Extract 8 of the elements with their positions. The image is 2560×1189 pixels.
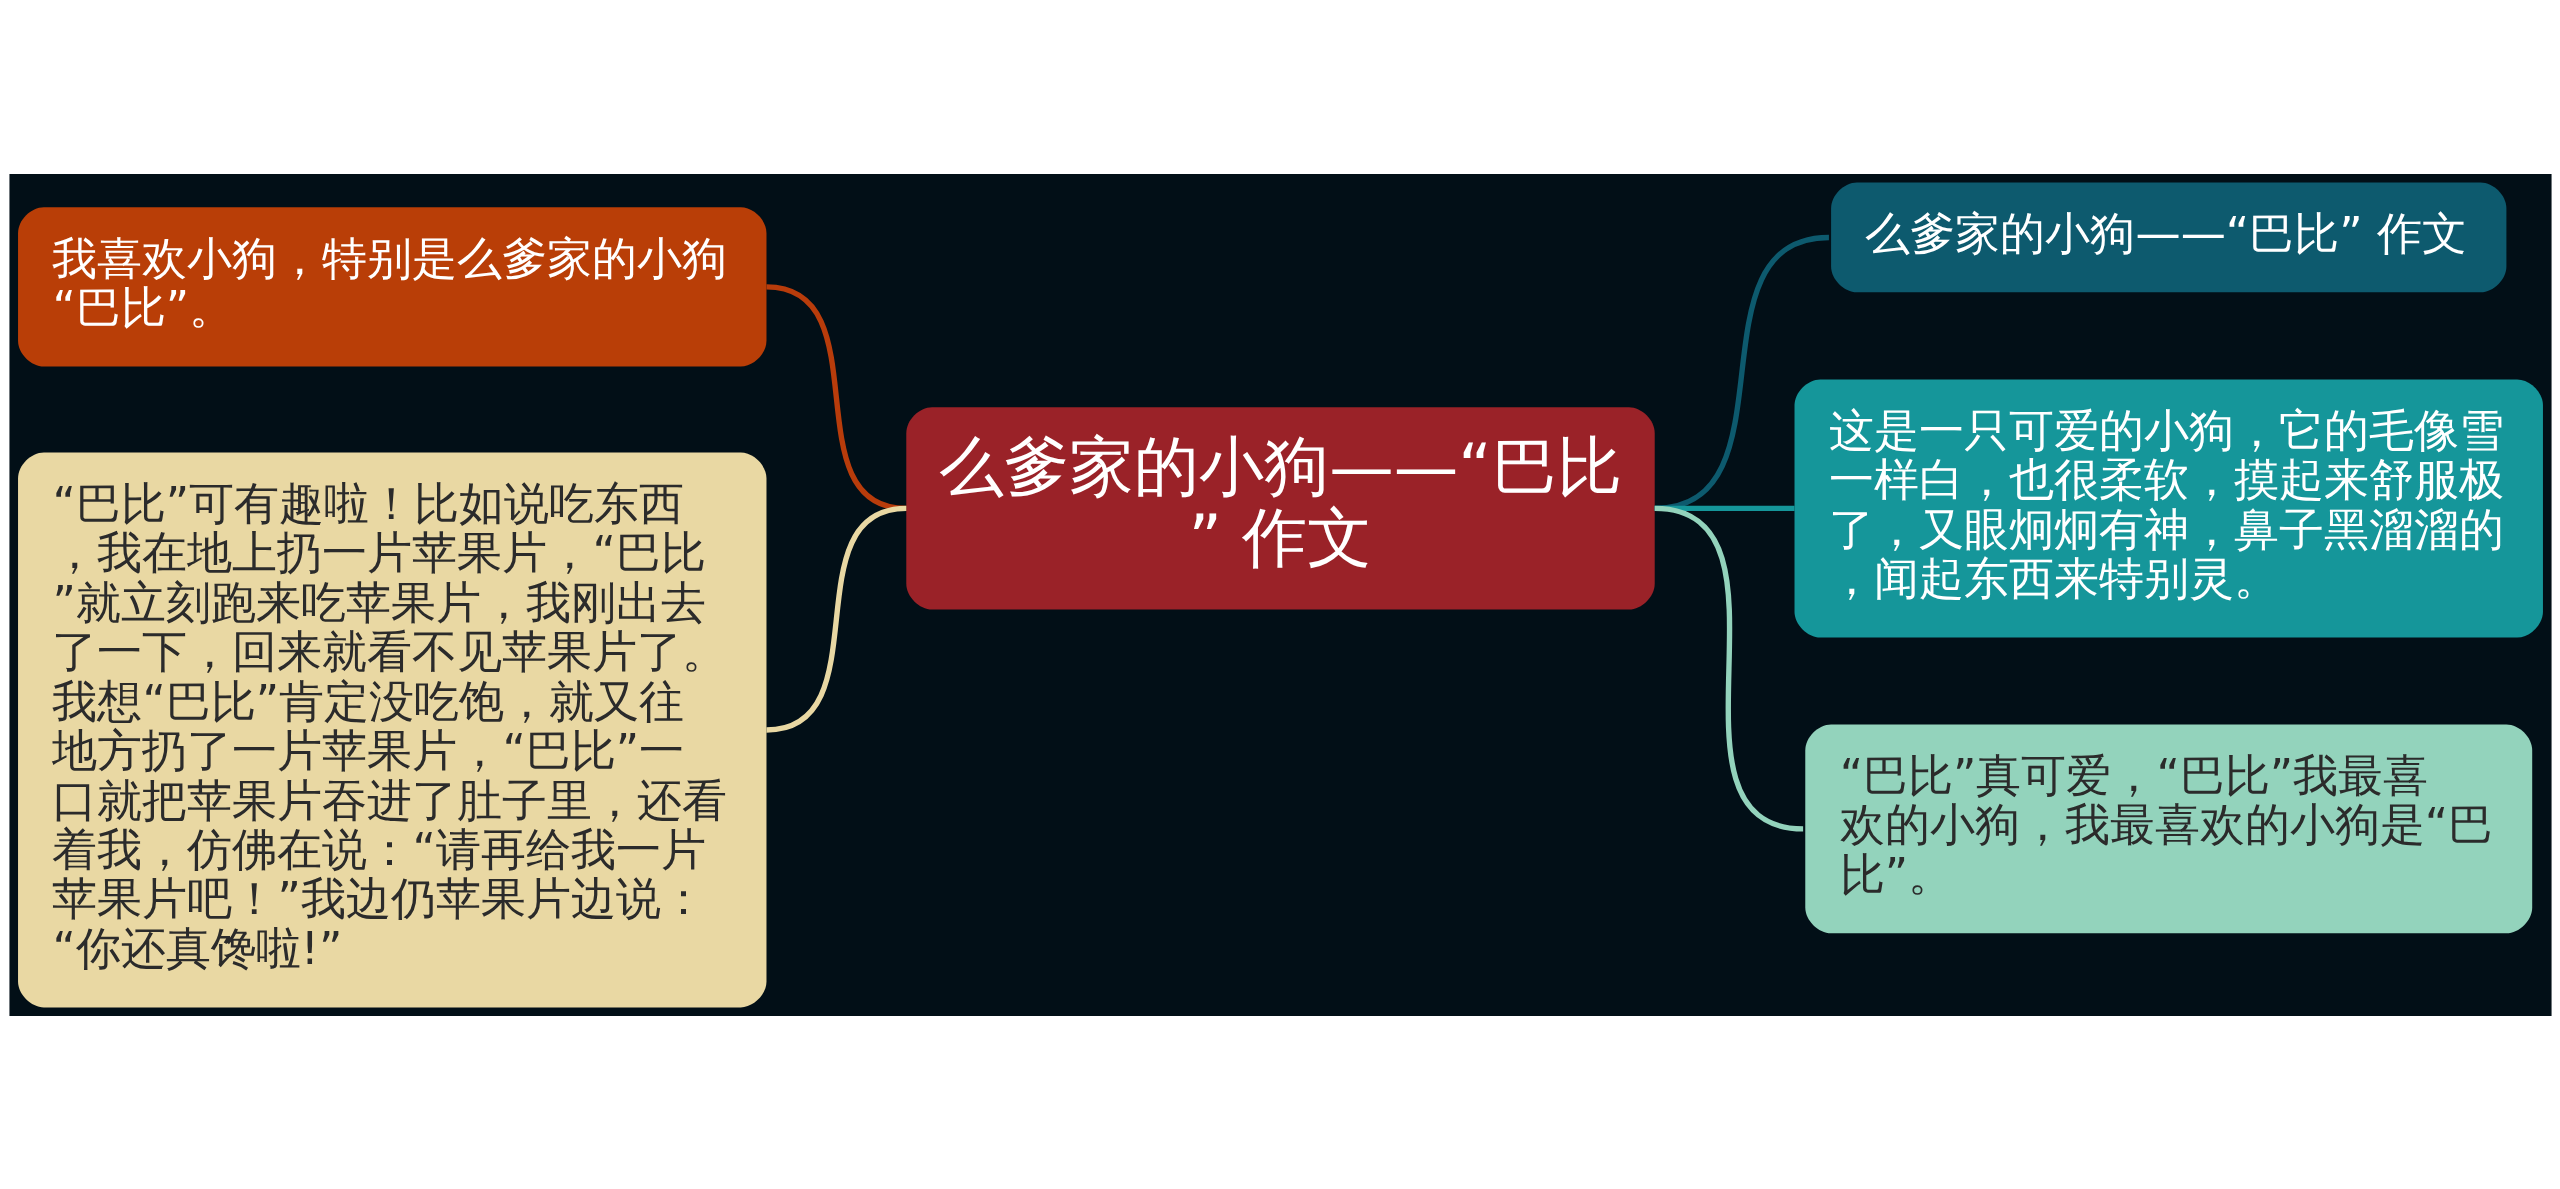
node-box: 我喜欢小狗，特别是么爹家的小狗“巴比”。 <box>17 206 766 366</box>
node-box: “巴比”真可爱，“巴比”我最喜欢的小狗，我最喜欢的小狗是“巴比”。 <box>1804 724 2532 933</box>
connector <box>1653 505 1804 832</box>
connector <box>765 505 907 733</box>
node-box: 么爹家的小狗——“巴比” 作文 <box>905 406 1655 609</box>
node-box: 么爹家的小狗——“巴比” 作文 <box>1830 182 2506 292</box>
node-box: “巴比”可有趣啦！比如说吃东西，我在地上扔一片苹果片，“巴比”就立刻跑来吃苹果片，我刚出去了一下，回来就看不见苹果片了。我想“巴比”肯定没吃饱，就又往地方扔了一片苹果片，“巴比”一口就把苹果片吞进了肚子里，还看着我，仿佛在说：“请再给我一片苹果片吧！”我边仍苹果片边说：“你还真馋啦!” <box>17 452 766 1007</box>
node-box: 这是一只可爱的小狗，它的毛像雪一样白，也很柔软，摸起来舒服极了，又眼炯炯有神，鼻子黑溜溜的，闻起东西来特别灵。 <box>1794 378 2543 637</box>
